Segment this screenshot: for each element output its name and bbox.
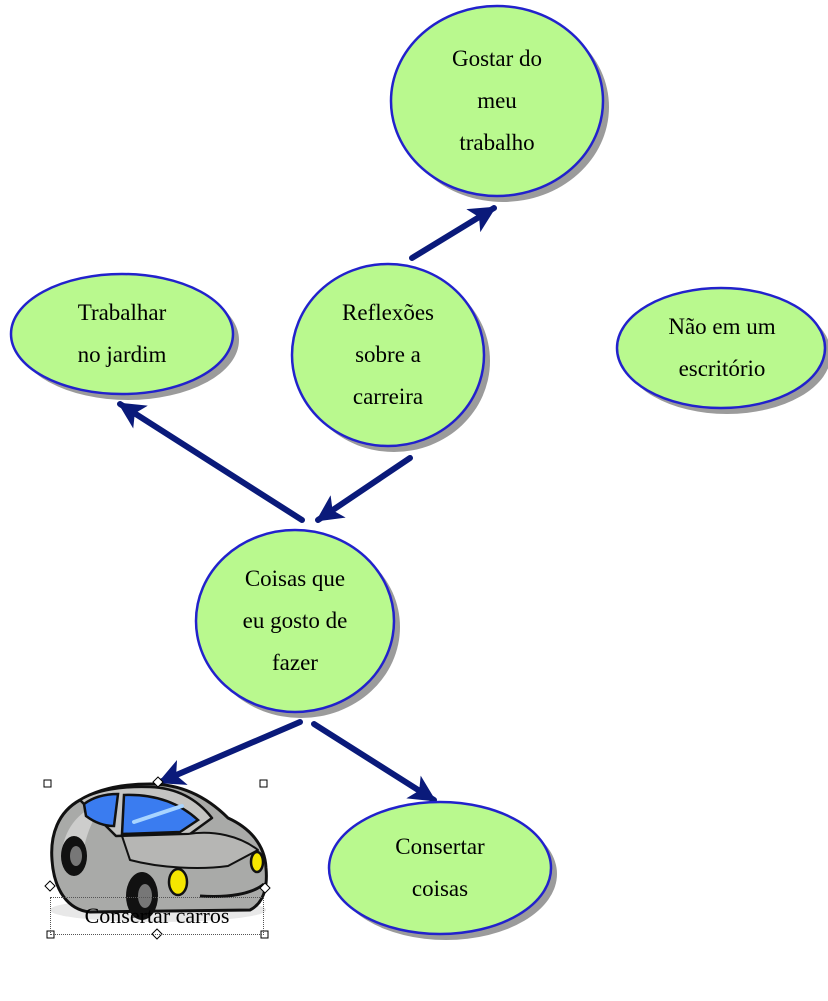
arrow-reflexoes-to-coisas: [315, 455, 413, 523]
node-label-gostar: Gostar do meu trabalho: [451, 46, 543, 155]
node-label-nao-escritorio: Não em um escritório: [668, 314, 776, 381]
arrow-coisas-to-car: [157, 719, 303, 785]
car-selection-handles[interactable]: [43, 776, 271, 894]
connector-arrows: [117, 205, 497, 803]
arrow-reflexoes-to-gostar: [409, 205, 497, 261]
node-trabalhar[interactable]: [9, 272, 239, 400]
node-label-consertar-coisas: Consertar coisas: [395, 834, 485, 901]
node-consertar-coisas[interactable]: [327, 800, 557, 940]
node-coisas[interactable]: [194, 528, 400, 718]
node-label-coisas: Coisas que eu gosto de fazer: [242, 566, 348, 675]
node-label-trabalhar: Trabalhar no jardim: [77, 300, 167, 367]
node-reflexoes[interactable]: [290, 262, 490, 452]
car-clipart-icon[interactable]: [50, 782, 268, 922]
node-gostar[interactable]: [389, 4, 609, 202]
node-label-reflexoes: Reflexões sobre a carreira: [342, 300, 434, 409]
car-caption-textbox[interactable]: Consertar carros: [50, 897, 264, 935]
arrow-coisas-to-trabalhar: [117, 401, 305, 523]
arrow-coisas-to-consertar-coisas: [311, 721, 437, 803]
node-nao-escritorio[interactable]: [615, 286, 828, 414]
